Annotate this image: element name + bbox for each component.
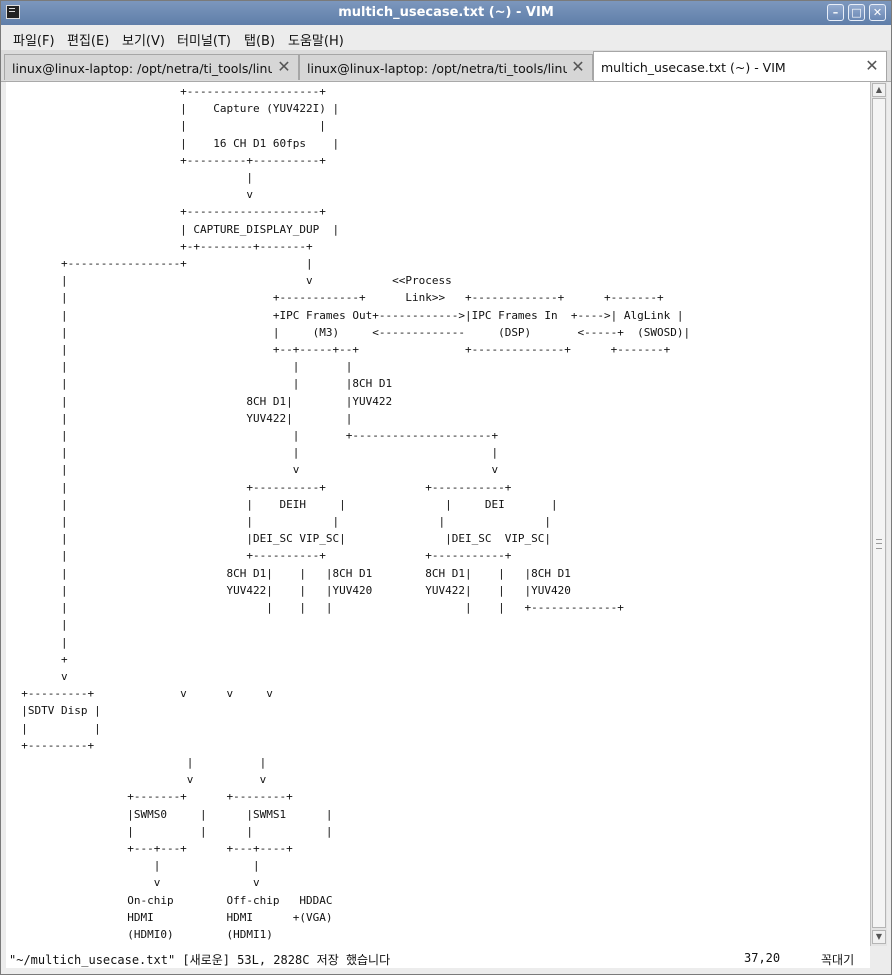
vim-status-line: "~/multich_usecase.txt" [새로운] 53L, 2828C…	[6, 946, 870, 968]
scroll-up-icon[interactable]: ▲	[872, 83, 886, 97]
ascii-diagram-text: +--------------------+ | Capture (YUV422…	[21, 85, 691, 941]
menu-file[interactable]: 파일(F)	[13, 34, 55, 49]
maximize-icon[interactable]: □	[848, 4, 865, 21]
vim-editor[interactable]: +--------------------+ | Capture (YUV422…	[6, 82, 870, 946]
status-message: "~/multich_usecase.txt" [새로운] 53L, 2828C…	[9, 953, 391, 967]
menu-terminal[interactable]: 터미널(T)	[177, 34, 231, 49]
tab-terminal-1[interactable]: linux@linux-laptop: /opt/netra/ti_tools/…	[4, 54, 299, 80]
tab-vim[interactable]: multich_usecase.txt (~) - VIM ✕	[593, 51, 887, 81]
menu-view[interactable]: 보기(V)	[122, 34, 165, 49]
scroll-position: 꼭대기	[821, 953, 855, 967]
close-tab-icon[interactable]: ✕	[865, 56, 879, 75]
tab-label: linux@linux-laptop: /opt/netra/ti_tools/…	[12, 61, 272, 76]
grip-icon	[876, 539, 882, 549]
vertical-scrollbar[interactable]: ▲ ▼	[870, 82, 887, 946]
terminal-app-icon[interactable]	[6, 5, 20, 19]
scrollbar-thumb[interactable]	[872, 98, 886, 928]
close-tab-icon[interactable]: ✕	[571, 57, 585, 76]
cursor-position: 37,20	[744, 951, 781, 965]
menu-bar: 파일(F) 편집(E) 보기(V) 터미널(T) 탭(B) 도움말(H)	[1, 26, 891, 50]
minimize-icon[interactable]: –	[827, 4, 844, 21]
menu-help[interactable]: 도움말(H)	[288, 34, 344, 49]
scroll-down-icon[interactable]: ▼	[872, 930, 886, 944]
menu-edit[interactable]: 편집(E)	[67, 34, 110, 49]
close-tab-icon[interactable]: ✕	[277, 57, 291, 76]
tab-label: linux@linux-laptop: /opt/netra/ti_tools/…	[307, 61, 567, 76]
tab-terminal-2[interactable]: linux@linux-laptop: /opt/netra/ti_tools/…	[299, 54, 593, 80]
tab-bar: linux@linux-laptop: /opt/netra/ti_tools/…	[1, 50, 891, 82]
close-window-icon[interactable]: ✕	[869, 4, 886, 21]
window-title: multich_usecase.txt (~) - VIM	[338, 5, 554, 20]
tab-label: multich_usecase.txt (~) - VIM	[601, 60, 786, 75]
menu-tabs[interactable]: 탭(B)	[244, 34, 276, 49]
title-bar[interactable]: multich_usecase.txt (~) - VIM – □ ✕	[1, 1, 891, 25]
